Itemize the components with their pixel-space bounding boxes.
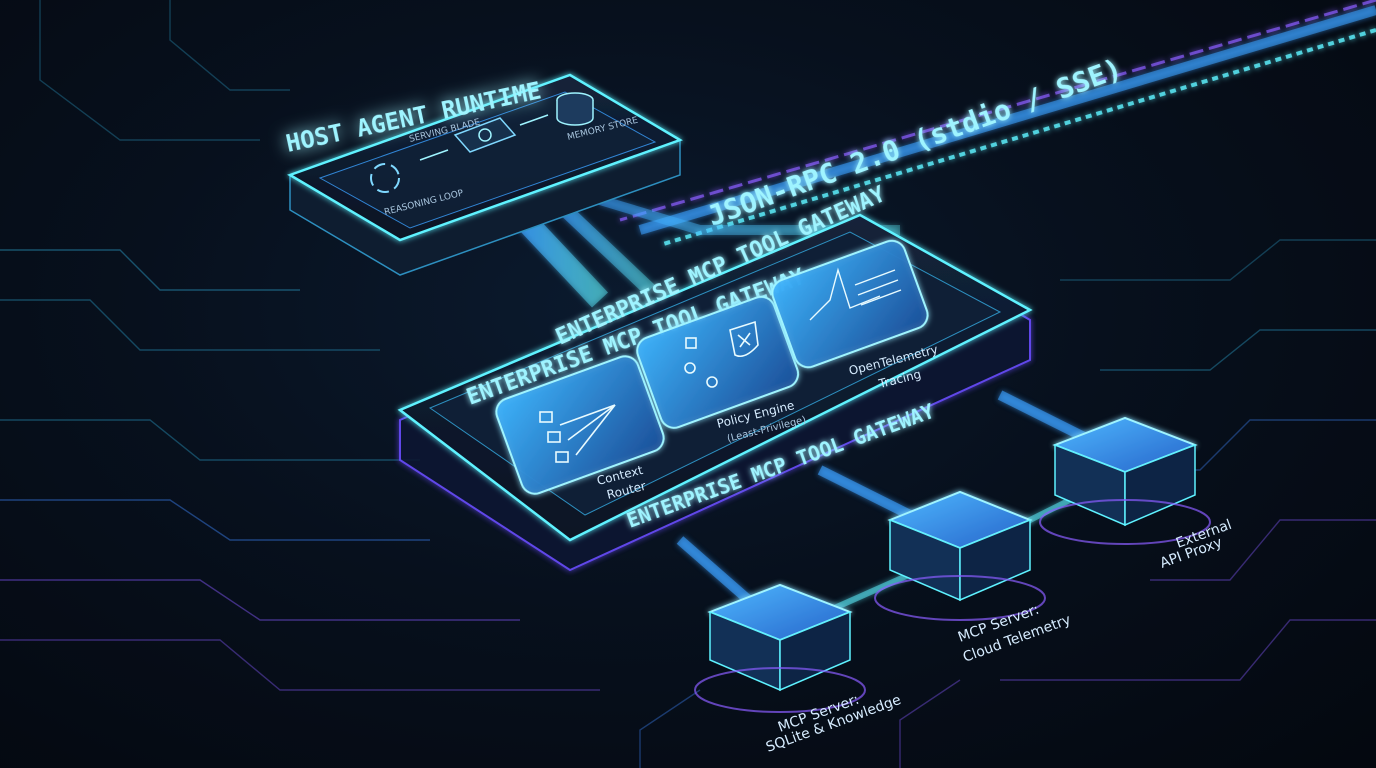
globe-icon xyxy=(478,128,492,142)
arrow-icon xyxy=(419,149,449,161)
trace xyxy=(1000,619,1376,681)
trace xyxy=(0,299,380,351)
trace xyxy=(1100,329,1376,371)
server-sqlite: MCP Server: SQLite & Knowledge xyxy=(694,583,903,756)
host-inner-panel xyxy=(318,91,657,229)
trace xyxy=(39,0,260,141)
context-router-tile xyxy=(495,355,665,495)
stream-line xyxy=(659,28,1376,247)
cube-base-glow xyxy=(694,667,866,713)
cube-right xyxy=(779,610,851,692)
trace xyxy=(0,579,520,621)
stream-line xyxy=(619,0,1376,222)
pipe xyxy=(511,207,609,308)
json-rpc-stream xyxy=(619,0,1376,247)
trace xyxy=(639,689,701,768)
cube-right xyxy=(1124,443,1196,527)
database-icon-body xyxy=(556,100,594,126)
serving-blade-icon xyxy=(453,117,517,153)
trace xyxy=(0,499,430,541)
policy-icon xyxy=(684,320,759,388)
stream-line xyxy=(638,5,1376,235)
arrow-icon xyxy=(519,114,549,126)
gateway-platform: ENTERPRISE MCP TOOL GATEWAY ENTERPRISE M… xyxy=(397,182,1033,572)
trace xyxy=(0,249,300,291)
cube-right xyxy=(959,518,1031,602)
trace xyxy=(0,419,420,461)
chart-icon xyxy=(809,267,902,321)
cube-base-glow xyxy=(1039,499,1211,545)
policy-engine-tile xyxy=(636,295,800,429)
server-external: External API Proxy xyxy=(1039,416,1234,572)
trace xyxy=(899,679,961,768)
context-router-module: Context Router xyxy=(495,355,665,502)
trace xyxy=(169,0,290,91)
reasoning-loop-icon xyxy=(370,163,400,193)
protocol-label: JSON-RPC 2.0 (stdio / SSE) xyxy=(703,52,1126,233)
cube-base-glow xyxy=(874,575,1046,621)
pipe xyxy=(555,199,655,296)
trace xyxy=(1150,519,1376,581)
trace xyxy=(0,639,600,691)
trace xyxy=(1060,239,1376,281)
router-icon xyxy=(539,404,616,463)
host-runtime-block: HOST AGENT RUNTIME REASONING LOOP SERVIN… xyxy=(283,73,683,276)
